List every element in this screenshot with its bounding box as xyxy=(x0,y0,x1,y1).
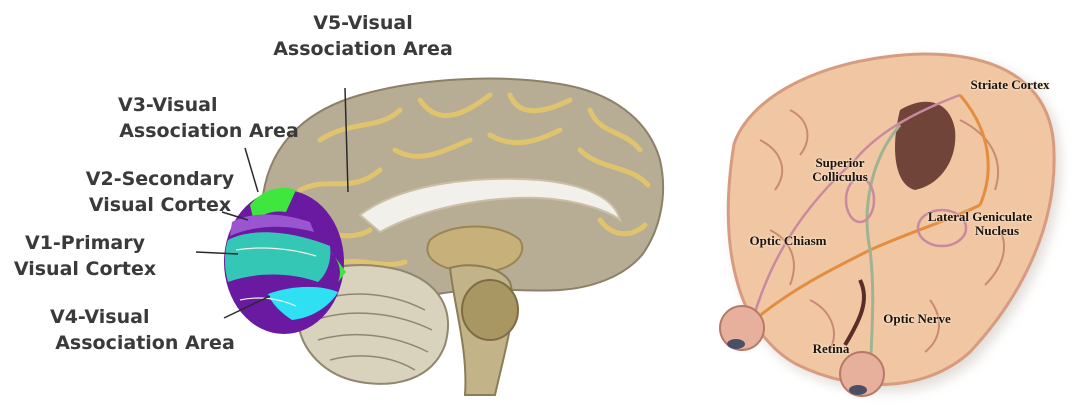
label-v1-line2: Visual Cortex xyxy=(0,256,170,282)
label-v2: V2-Secondary Visual Cortex xyxy=(60,166,260,218)
label-v4-line2: Association Area xyxy=(40,330,250,356)
label-v1: V1-Primary Visual Cortex xyxy=(0,230,170,282)
label-optic-nerve: Optic Nerve xyxy=(862,312,972,326)
label-retina: Retina xyxy=(796,342,866,356)
label-v4: V4-Visual Association Area xyxy=(40,304,250,356)
label-v3-line2: Association Area xyxy=(104,118,314,144)
right-eyeball xyxy=(840,352,884,396)
label-v4-line1: V4-Visual xyxy=(40,304,250,330)
label-v5-line1: V5-Visual xyxy=(268,10,458,36)
label-superior-colliculus-line2: Colliculus xyxy=(794,170,886,184)
label-optic-chiasm: Optic Chiasm xyxy=(728,234,848,248)
label-lateral-geniculate-line1: Lateral Geniculate xyxy=(900,210,1060,224)
label-lateral-geniculate: Lateral Geniculate Nucleus xyxy=(900,210,1060,238)
label-superior-colliculus: Superior Colliculus xyxy=(794,156,886,184)
label-v1-line1: V1-Primary xyxy=(0,230,170,256)
label-v3-line1: V3-Visual xyxy=(104,92,314,118)
label-superior-colliculus-line1: Superior xyxy=(794,156,886,170)
label-v5-line2: Association Area xyxy=(268,36,458,62)
label-lateral-geniculate-line2: Nucleus xyxy=(900,224,1060,238)
label-v2-line1: V2-Secondary xyxy=(60,166,260,192)
left-eyeball xyxy=(720,306,764,350)
label-v5: V5-Visual Association Area xyxy=(268,10,458,62)
label-striate-cortex: Striate Cortex xyxy=(950,78,1070,92)
label-v2-line2: Visual Cortex xyxy=(60,192,260,218)
label-v3: V3-Visual Association Area xyxy=(104,92,314,144)
